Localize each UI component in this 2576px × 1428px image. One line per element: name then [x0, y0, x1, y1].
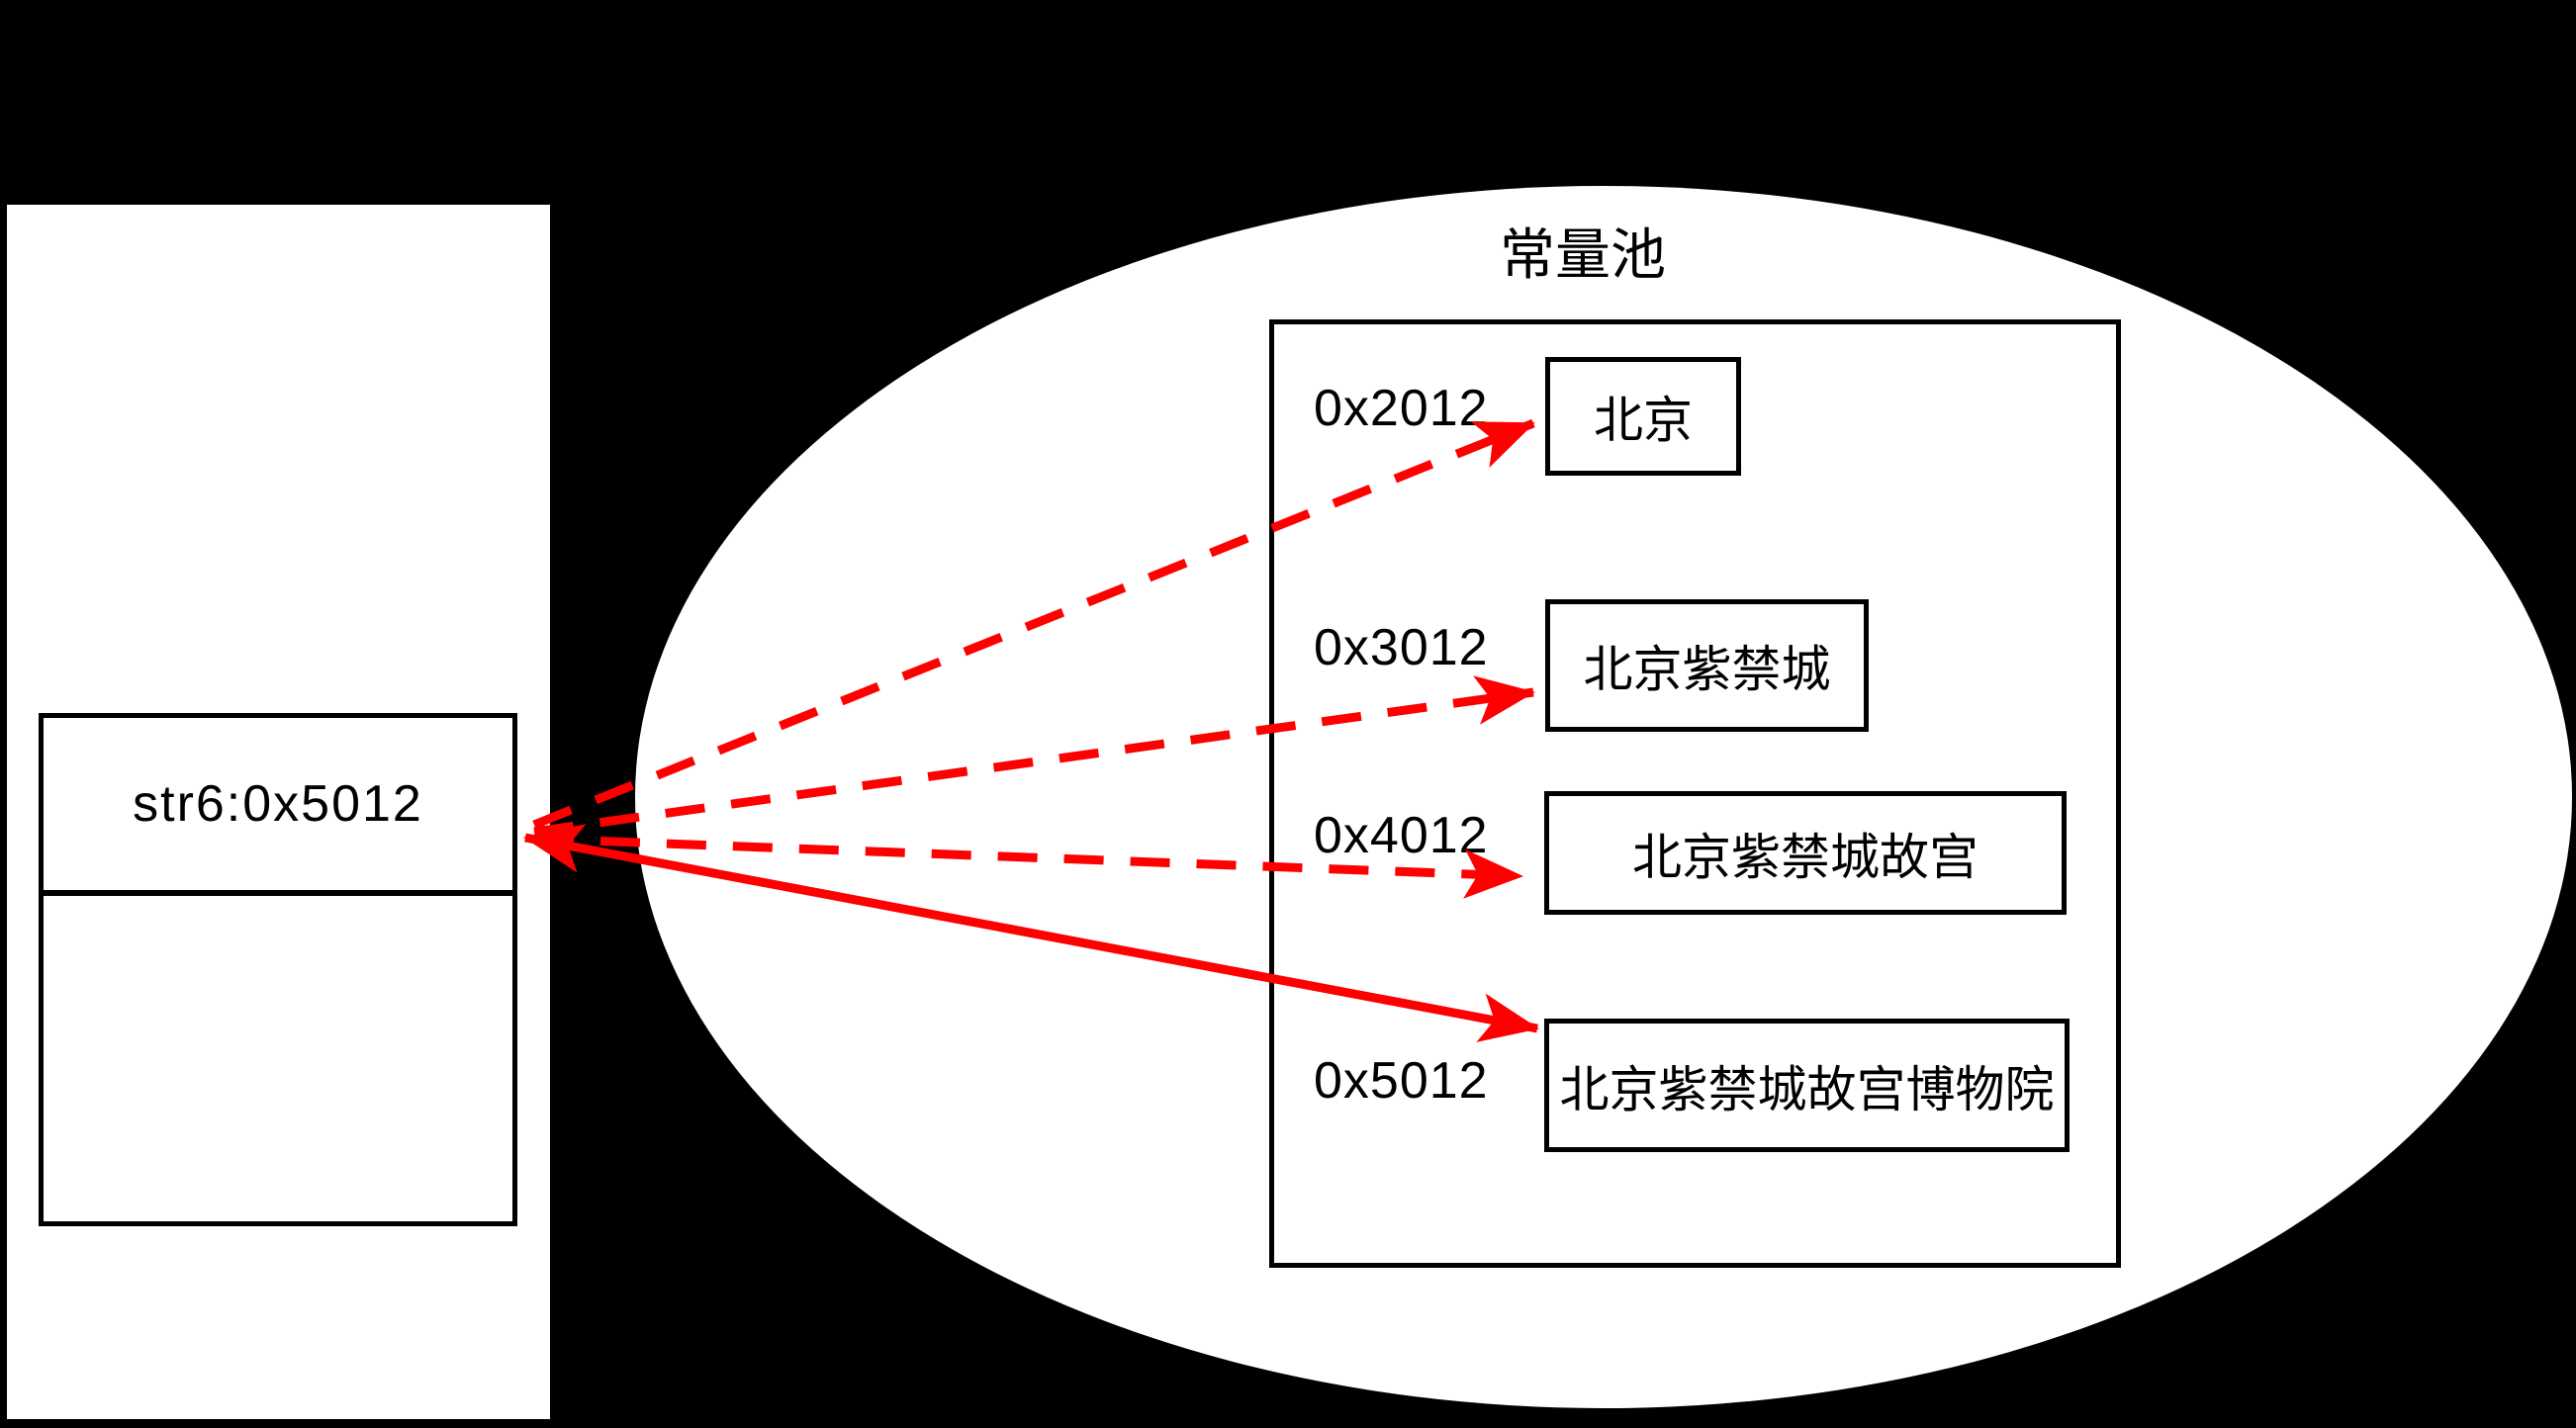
- str6-cell-label: str6:0x5012: [133, 775, 423, 833]
- string-box-0x4012: 北京紫禁城故宫: [1544, 791, 2067, 915]
- string-value: 北京: [1594, 393, 1693, 448]
- string-box-0x3012: 北京紫禁城: [1545, 599, 1869, 732]
- string-value: 北京紫禁城: [1583, 642, 1831, 697]
- constant-pool-title: 常量池: [1500, 223, 1666, 286]
- str6-cell: str6:0x5012: [39, 713, 517, 895]
- address-label-0x5012: 0x5012: [1314, 1052, 1489, 1110]
- string-box-0x5012: 北京紫禁城故宫博物院: [1544, 1019, 2070, 1152]
- string-value: 北京紫禁城故宫博物院: [1559, 1061, 2055, 1117]
- address-label-0x3012: 0x3012: [1314, 619, 1489, 676]
- string-box-0x2012: 北京: [1545, 357, 1741, 476]
- empty-cell: [39, 891, 517, 1226]
- string-value: 北京紫禁城故宫: [1632, 829, 1978, 885]
- address-label-0x2012: 0x2012: [1314, 380, 1489, 437]
- address-label-0x4012: 0x4012: [1314, 807, 1489, 864]
